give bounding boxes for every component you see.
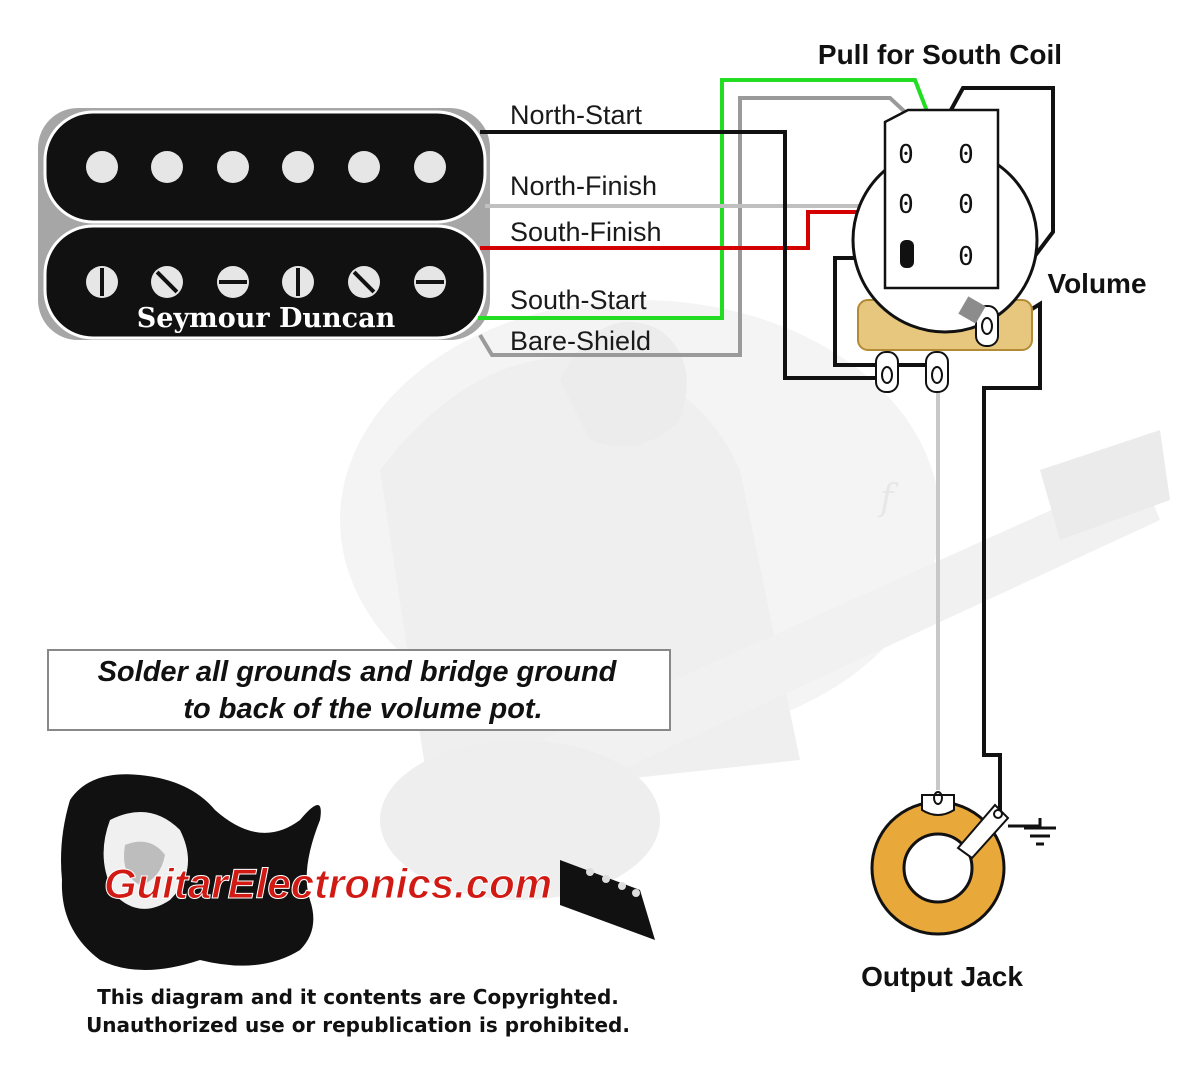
logo-text: GuitarElectronics.com <box>104 860 552 907</box>
solder-note-box: Solder all grounds and bridge ground to … <box>47 649 671 731</box>
ground-wire <box>982 300 1042 812</box>
background-artwork: f <box>340 300 1170 900</box>
ground-symbol <box>1008 818 1056 846</box>
pole-piece <box>282 151 314 183</box>
output-jack <box>870 791 1010 936</box>
pole-piece <box>414 151 446 183</box>
copyright-line-2: Unauthorized use or republication is pro… <box>86 1013 630 1037</box>
pole-piece <box>151 151 183 183</box>
switch-lug: 0 <box>958 190 974 220</box>
pole-screw <box>282 266 314 298</box>
pole-piece <box>348 151 380 183</box>
pole-screw <box>348 266 380 298</box>
pole-screw <box>86 266 118 298</box>
volume-label: Volume <box>1047 268 1146 299</box>
north-start-label: North-Start <box>510 100 643 130</box>
humbucker-pickup: Seymour Duncan <box>38 108 490 340</box>
south-start-wire <box>478 78 937 320</box>
pickup-brand: Seymour Duncan <box>137 303 396 334</box>
note-line-1: Solder all grounds and bridge ground <box>98 656 618 688</box>
switch-lug: 0 <box>898 140 914 170</box>
pot-lug-1 <box>875 351 899 393</box>
north-pole-pieces <box>86 151 446 183</box>
north-start-wire <box>480 130 880 380</box>
ground-solder-blob <box>958 296 986 324</box>
pot-lug-2 <box>925 351 949 393</box>
jack-hole <box>902 832 974 904</box>
copyright-line-1: This diagram and it contents are Copyrig… <box>97 985 619 1009</box>
switch-label: Pull for South Coil <box>818 39 1062 70</box>
pole-screw <box>151 266 183 298</box>
pole-screw <box>414 266 446 298</box>
north-coil <box>43 110 487 224</box>
south-pole-screws <box>86 266 446 298</box>
switch-solder-blob <box>900 240 914 268</box>
wires <box>478 78 1055 812</box>
north-finish-label: North-Finish <box>510 171 657 201</box>
south-coil <box>43 224 487 340</box>
switch-lug: 0 <box>958 140 974 170</box>
guitar-electronics-logo: GuitarElectronics.com <box>61 774 655 970</box>
switch-lug: 0 <box>898 190 914 220</box>
output-jack-label: Output Jack <box>861 961 1023 992</box>
switch-lugs: 0 0 0 0 0 <box>898 140 974 272</box>
bare-shield-label: Bare-Shield <box>510 326 651 356</box>
pot-lug-3 <box>975 305 999 347</box>
south-start-label: South-Start <box>510 285 647 315</box>
south-finish-label: South-Finish <box>510 217 662 247</box>
pole-piece <box>86 151 118 183</box>
pole-screw <box>217 266 249 298</box>
push-pull-switch: 0 0 0 0 0 <box>883 108 1000 290</box>
bare-shield-wire <box>478 96 907 357</box>
switch-lug: 0 <box>958 242 974 272</box>
pole-piece <box>217 151 249 183</box>
note-line-2: to back of the volume pot. <box>183 693 542 725</box>
